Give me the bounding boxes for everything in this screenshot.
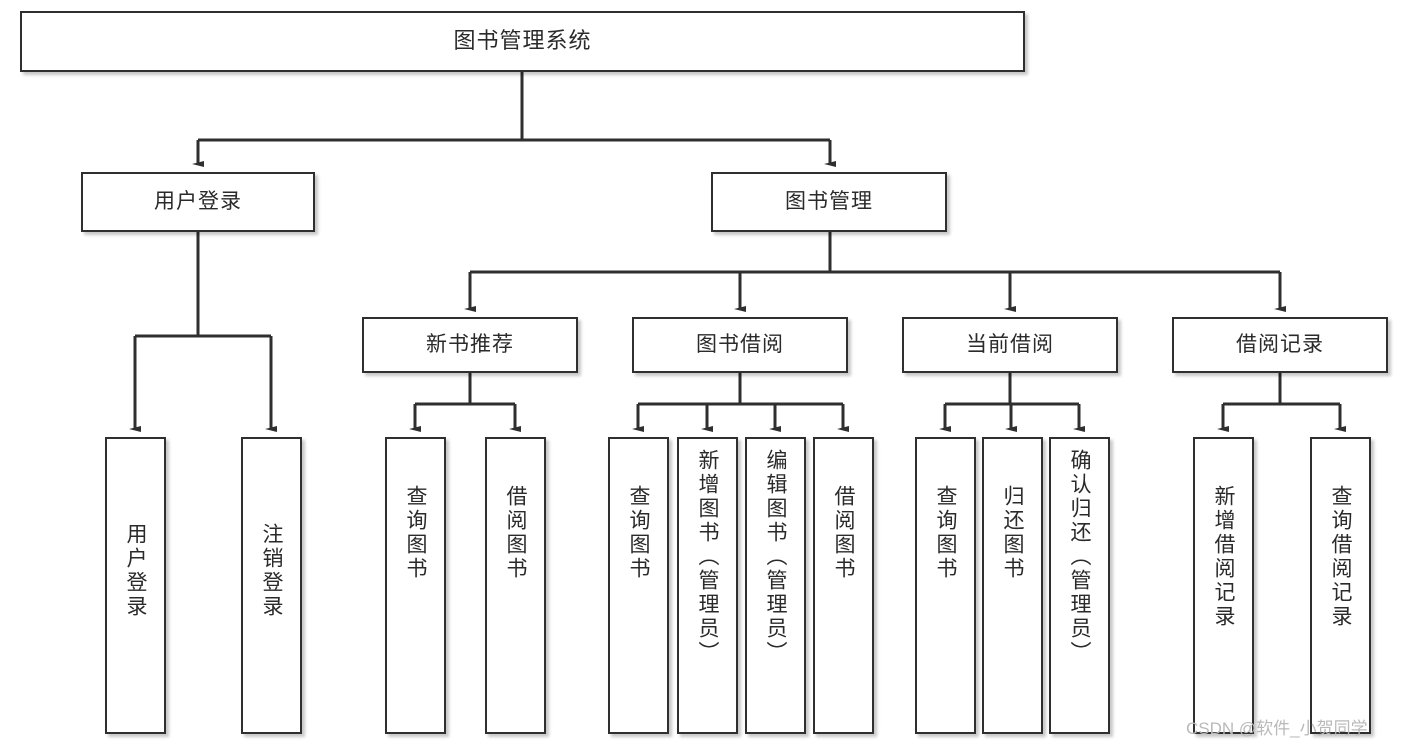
leaf-confirm-return-admin[interactable]: 确认归还（管理员） <box>1049 437 1110 734</box>
node-label: 图书借阅 <box>696 333 784 357</box>
leaf-query-book-current[interactable]: 查询图书 <box>915 437 976 734</box>
node-label: 注销登录 <box>260 523 283 619</box>
leaf-add-borrow-record[interactable]: 新增借阅记录 <box>1193 437 1254 734</box>
leaf-logout[interactable]: 注销登录 <box>241 437 302 734</box>
watermark-text: CSDN @软件_小贺同学 <box>1186 719 1368 738</box>
node-label: 新增借阅记录 <box>1212 485 1235 629</box>
node-label: 借阅记录 <box>1236 333 1324 357</box>
leaf-borrow-book-recommend[interactable]: 借阅图书 <box>485 437 546 734</box>
node-current-borrow[interactable]: 当前借阅 <box>902 317 1118 373</box>
node-new-book-recommend[interactable]: 新书推荐 <box>362 317 578 373</box>
node-book-borrow[interactable]: 图书借阅 <box>632 317 848 373</box>
node-label: 查询图书 <box>627 485 650 581</box>
node-label: 当前借阅 <box>966 333 1054 357</box>
node-label: 确认归还（管理员） <box>1068 449 1091 665</box>
node-borrow-records[interactable]: 借阅记录 <box>1172 317 1388 373</box>
leaf-query-borrow-record[interactable]: 查询借阅记录 <box>1310 437 1371 734</box>
node-label: 图书管理系统 <box>453 28 592 54</box>
node-label: 借阅图书 <box>832 485 855 581</box>
node-label: 借阅图书 <box>504 485 527 581</box>
leaf-query-book-borrow[interactable]: 查询图书 <box>608 437 669 734</box>
leaf-edit-book-admin[interactable]: 编辑图书（管理员） <box>745 437 806 734</box>
node-label: 查询图书 <box>934 485 957 581</box>
leaf-return-book[interactable]: 归还图书 <box>982 437 1043 734</box>
node-label: 图书管理 <box>785 190 873 214</box>
node-label: 新书推荐 <box>426 333 514 357</box>
node-book-management[interactable]: 图书管理 <box>711 172 947 232</box>
node-label: 用户登录 <box>124 523 147 619</box>
leaf-add-book-admin[interactable]: 新增图书（管理员） <box>677 437 738 734</box>
node-user-login[interactable]: 用户登录 <box>81 172 315 232</box>
leaf-borrow-book[interactable]: 借阅图书 <box>813 437 874 734</box>
leaf-query-book-recommend[interactable]: 查询图书 <box>385 437 446 734</box>
node-label: 查询借阅记录 <box>1329 485 1352 629</box>
leaf-user-login[interactable]: 用户登录 <box>105 437 166 734</box>
node-label: 新增图书（管理员） <box>696 449 719 665</box>
node-label: 归还图书 <box>1001 485 1024 581</box>
node-label: 用户登录 <box>154 190 242 214</box>
node-label: 编辑图书（管理员） <box>764 449 787 665</box>
node-label: 查询图书 <box>404 485 427 581</box>
node-root-system[interactable]: 图书管理系统 <box>20 11 1025 72</box>
